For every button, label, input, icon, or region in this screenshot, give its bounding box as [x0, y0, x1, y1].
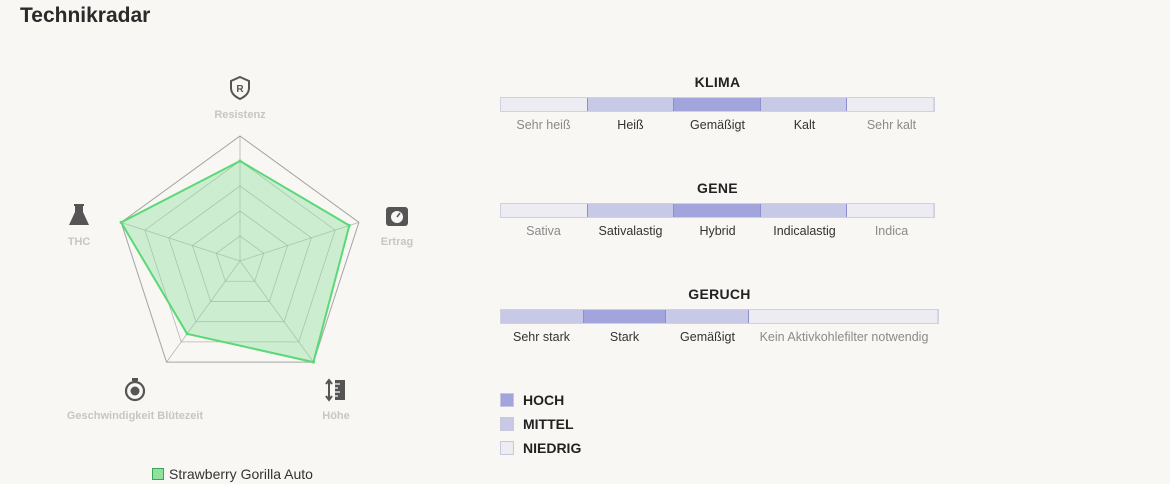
- radar-series-area: [119, 159, 351, 364]
- scale-segment: [587, 98, 675, 111]
- page-title: Technikradar: [20, 4, 151, 27]
- series-legend[interactable]: Strawberry Gorilla Auto: [152, 466, 313, 482]
- scale-segment: [501, 204, 588, 217]
- scale-segment-label: Sehr kalt: [866, 118, 917, 132]
- scale-segment-label: Sativalastig: [598, 224, 663, 238]
- scale-bar: [500, 309, 939, 324]
- legend-item-niedrig: NIEDRIG: [500, 440, 581, 456]
- radar-point: [347, 223, 351, 227]
- shield-r-icon: R: [230, 75, 250, 101]
- legend-item-hoch: HOCH: [500, 392, 581, 408]
- scale-segment: [583, 310, 667, 323]
- scale-segment-label: Sehr stark: [513, 330, 570, 344]
- scale-title: KLIMA: [694, 74, 741, 90]
- legend-swatch: [500, 393, 514, 407]
- scale-segment-label: Indica: [874, 224, 909, 238]
- radar-spoke: [166, 260, 241, 363]
- scale-segment: [674, 98, 761, 111]
- stopwatch-icon: [124, 378, 146, 402]
- series-legend-swatch: [152, 468, 164, 480]
- radar-point: [119, 220, 123, 224]
- level-legend: HOCH MITTEL NIEDRIG: [500, 392, 581, 464]
- svg-text:R: R: [236, 84, 244, 95]
- legend-label: NIEDRIG: [523, 440, 582, 456]
- scale-title: GENE: [697, 180, 738, 196]
- scale-segment: [748, 310, 938, 323]
- scale-bar: [500, 97, 935, 112]
- legend-swatch: [500, 441, 514, 455]
- scale-segment: [587, 204, 675, 217]
- scale-segment-label: Hybrid: [699, 224, 736, 238]
- scale-segment-label: Kein Aktivkohlefilter notwendig: [759, 330, 929, 344]
- scale-segment: [501, 310, 584, 323]
- scale-segment-label: Sativa: [526, 224, 561, 238]
- scale-segment-label: Gemäßigt: [690, 118, 745, 132]
- series-legend-label: Strawberry Gorilla Auto: [169, 466, 313, 482]
- radar-point: [185, 332, 189, 336]
- radar-grid-ring: [120, 135, 360, 363]
- scale-segment: [666, 310, 749, 323]
- radar-spoke: [120, 221, 241, 262]
- radar-grid-ring: [191, 210, 289, 302]
- scale-segment-label: Stark: [609, 330, 640, 344]
- scale-gene: GENE Sativa Sativalastig Hybrid Indicalastig…: [500, 180, 935, 238]
- legend-label: MITTEL: [523, 416, 574, 432]
- scale-segment-label: Indicalastig: [773, 224, 836, 238]
- radar-spoke: [239, 260, 314, 363]
- scale-klima: KLIMA Sehr heiß Heiß Gemäßigt Kalt Sehr kalt: [500, 74, 935, 132]
- scale-segment: [847, 204, 934, 217]
- flask-icon: [69, 204, 89, 225]
- scale-segment-label: Heiß: [617, 118, 644, 132]
- legend-label: HOCH: [523, 392, 565, 408]
- scale-geruch: GERUCH Sehr stark Stark Gemäßigt Kein Aktivk…: [500, 286, 939, 344]
- radar-axis-label: Höhe: [322, 410, 350, 422]
- scale-segment: [760, 98, 848, 111]
- radar-point: [238, 159, 242, 163]
- radar-axis-label: Resistenz: [214, 109, 266, 121]
- scale-segment: [760, 204, 848, 217]
- radar-grid-ring: [144, 160, 336, 343]
- ruler-icon: [325, 378, 345, 402]
- radar-axis-label: Ertrag: [381, 236, 413, 248]
- radar-grid-ring: [215, 235, 265, 282]
- scale-title: GERUCH: [688, 286, 751, 302]
- radar-grid-ring: [168, 185, 312, 323]
- radar-axis-label: THC: [68, 236, 91, 248]
- scale-icon: [386, 207, 408, 226]
- radar-spoke: [239, 221, 360, 262]
- radar-point: [311, 360, 315, 364]
- legend-swatch: [500, 417, 514, 431]
- legend-item-mittel: MITTEL: [500, 416, 581, 432]
- scale-segment: [501, 98, 588, 111]
- scale-segment-label: Gemäßigt: [680, 330, 735, 344]
- scale-segment: [674, 204, 761, 217]
- scale-bar: [500, 203, 935, 218]
- scale-segment-label: Sehr heiß: [516, 118, 571, 132]
- radar-axis-label: Geschwindigkeit Blütezeit: [67, 410, 204, 422]
- scale-segment-label: Kalt: [793, 118, 816, 132]
- scale-segment: [847, 98, 934, 111]
